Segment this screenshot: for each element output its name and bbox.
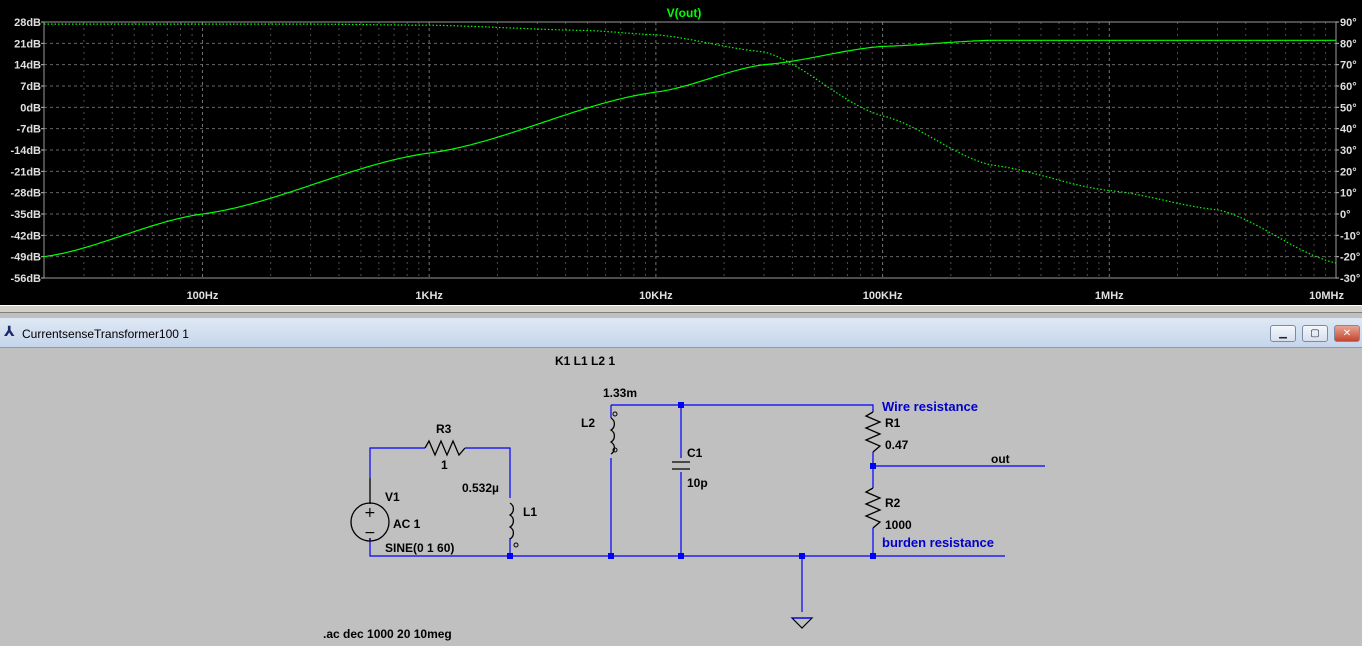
y-right-tick-label: 80°	[1340, 38, 1357, 50]
y-left-tick-label: -14dB	[10, 145, 41, 157]
window-title: CurrentsenseTransformer100 1	[22, 327, 189, 341]
l2-value-label[interactable]: 1.33m	[603, 386, 637, 400]
net-label-out[interactable]: out	[991, 452, 1010, 466]
c1-value-label[interactable]: 10p	[687, 476, 708, 490]
maximize-button[interactable]: ▢	[1302, 325, 1328, 342]
r1-name-label[interactable]: R1	[885, 416, 901, 430]
l1-name-label[interactable]: L1	[523, 505, 537, 519]
r2-value-label[interactable]: 1000	[885, 518, 912, 532]
x-tick-label: 1MHz	[1095, 290, 1124, 302]
r3-name-label[interactable]: R3	[436, 422, 452, 436]
r1-value-label[interactable]: 0.47	[885, 438, 909, 452]
schematic-drawing[interactable]: + − V1 AC 1 SINE(0 1 60) R3 1 L1 0.532µ …	[0, 348, 1362, 646]
ground-symbol[interactable]	[790, 617, 814, 629]
resistor-r1[interactable]	[864, 411, 882, 453]
v1-spec-label[interactable]: SINE(0 1 60)	[385, 541, 454, 555]
r1-comment[interactable]: Wire resistance	[882, 399, 978, 414]
y-left-tick-label: -35dB	[10, 209, 41, 221]
waveform-plot-pane[interactable]: V(out) 28dB 21dB 14dB 7dB 0dB -7dB -14dB -21dB -…	[0, 0, 1362, 305]
y-right-tick-label: 20°	[1340, 166, 1357, 178]
bode-plot[interactable]: V(out) 28dB 21dB 14dB 7dB 0dB -7dB -14dB -21dB -…	[0, 0, 1362, 305]
y-right-tick-label: 70°	[1340, 60, 1357, 72]
plot-grid	[43, 21, 1337, 279]
close-button[interactable]: ✕	[1334, 325, 1360, 342]
voltage-source-v1[interactable]: + −	[350, 478, 390, 542]
resistor-r3[interactable]	[424, 439, 466, 457]
magnitude-trace	[43, 39, 1336, 258]
schematic-window-titlebar[interactable]: ⅄ CurrentsenseTransformer100 1 ▁ ▢ ✕	[0, 318, 1362, 348]
phase-trace	[44, 23, 1337, 264]
y-left-tick-label: 28dB	[14, 17, 41, 29]
trace-title[interactable]: V(out)	[667, 6, 702, 20]
x-tick-label: 10KHz	[639, 290, 673, 302]
v1-name-label[interactable]: V1	[385, 490, 400, 504]
r2-comment[interactable]: burden resistance	[882, 535, 994, 550]
y-left-tick-label: -56dB	[10, 273, 41, 285]
y-right-tick-label: 10°	[1340, 188, 1357, 200]
y-right-tick-label: -20°	[1340, 252, 1360, 264]
x-tick-label: 1KHz	[415, 290, 443, 302]
x-axis-ticks[interactable]: 100Hz 1KHz 10KHz 100KHz 1MHz 10MHz	[187, 290, 1345, 302]
y-left-tick-label: 21dB	[14, 38, 41, 50]
y-right-tick-label: 40°	[1340, 124, 1357, 136]
wires[interactable]	[369, 404, 1045, 612]
y-right-tick-label: -10°	[1340, 230, 1360, 242]
y-right-tick-label: -30°	[1340, 273, 1360, 285]
trace-layer	[43, 23, 1337, 264]
y-right-tick-label: 60°	[1340, 81, 1357, 93]
r2-name-label[interactable]: R2	[885, 496, 901, 510]
junction-dots	[507, 402, 876, 559]
y-left-tick-label: -7dB	[17, 124, 42, 136]
c1-name-label[interactable]: C1	[687, 446, 703, 460]
left-axis-ticks[interactable]: 28dB 21dB 14dB 7dB 0dB -7dB -14dB -21dB -28dB -35…	[10, 17, 44, 285]
y-left-tick-label: 14dB	[14, 60, 41, 72]
right-axis-ticks[interactable]: 90° 80° 70° 60° 50° 40° 30° 20° 10° 0° -10° -20° -30…	[1336, 17, 1360, 285]
y-right-tick-label: 30°	[1340, 145, 1357, 157]
y-left-tick-label: -28dB	[10, 188, 41, 200]
coupling-directive[interactable]: K1 L1 L2 1	[555, 354, 615, 368]
y-left-tick-label: 0dB	[20, 102, 41, 114]
y-left-tick-label: 7dB	[20, 81, 41, 93]
minimize-button[interactable]: ▁	[1270, 325, 1296, 342]
inductor-l1[interactable]	[508, 502, 519, 548]
inductor-l2[interactable]	[609, 411, 618, 455]
svg-text:−: −	[364, 525, 376, 541]
y-left-tick-label: -49dB	[10, 252, 41, 264]
y-right-tick-label: 0°	[1340, 209, 1351, 221]
y-right-tick-label: 90°	[1340, 17, 1357, 29]
ltspice-schematic-icon: ⅄	[4, 324, 15, 340]
y-right-tick-label: 50°	[1340, 102, 1357, 114]
x-tick-label: 100KHz	[863, 290, 903, 302]
pane-separator[interactable]	[0, 305, 1362, 313]
resistor-r2[interactable]	[864, 487, 882, 529]
r3-value-label[interactable]: 1	[441, 458, 448, 472]
analysis-directive[interactable]: .ac dec 1000 20 10meg	[323, 627, 452, 641]
x-tick-label: 100Hz	[187, 290, 219, 302]
y-left-tick-label: -42dB	[10, 230, 41, 242]
schematic-canvas[interactable]: + − V1 AC 1 SINE(0 1 60) R3 1 L1 0.532µ …	[0, 348, 1362, 646]
svg-text:+: +	[364, 505, 376, 521]
y-left-tick-label: -21dB	[10, 166, 41, 178]
v1-value-label[interactable]: AC 1	[393, 517, 421, 531]
x-tick-label: 10MHz	[1309, 290, 1344, 302]
l2-name-label[interactable]: L2	[581, 416, 595, 430]
l1-value-label[interactable]: 0.532µ	[462, 481, 499, 495]
capacitor-c1[interactable]	[672, 461, 690, 470]
